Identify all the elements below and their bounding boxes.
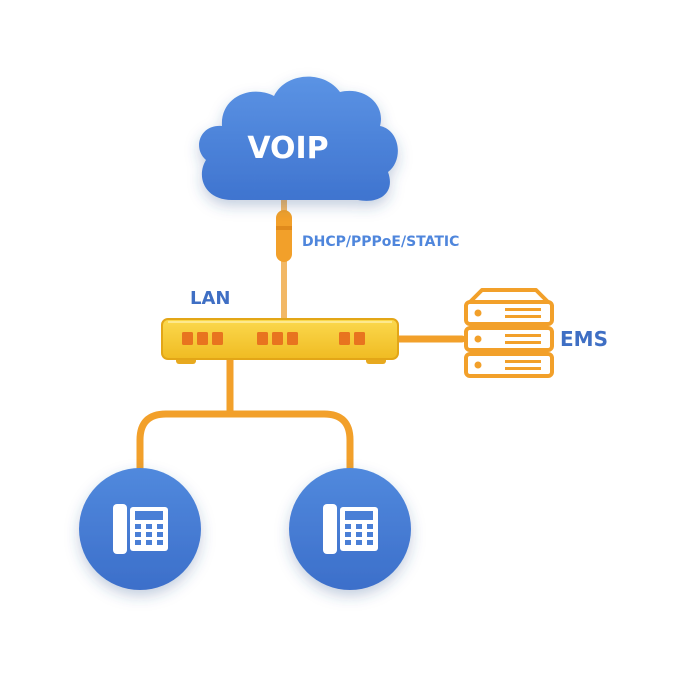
router-ports: [182, 332, 365, 345]
server-unit-1: [464, 300, 554, 326]
server-vent: [505, 341, 541, 344]
router-port: [182, 332, 193, 345]
router-port: [339, 332, 350, 345]
router-port: [354, 332, 365, 345]
router-port: [287, 332, 298, 345]
uplink-connector: [276, 210, 292, 262]
server-vent: [505, 360, 541, 363]
server-led: [474, 361, 482, 369]
server-unit-2: [464, 326, 554, 352]
uplink-label: DHCP/PPPoE/STATIC: [302, 234, 459, 250]
server-vent: [505, 334, 541, 337]
server-vent: [505, 367, 541, 370]
lan-branch-wire: [136, 410, 354, 488]
voip-cloud: [199, 76, 398, 201]
router-port: [212, 332, 223, 345]
desk-phone-icon: [323, 504, 378, 554]
uplink-connector-band: [276, 226, 292, 230]
router-port: [257, 332, 268, 345]
server-unit-3: [464, 352, 554, 378]
cloud-label: VOIP: [247, 131, 328, 166]
phone-right: [289, 468, 411, 590]
server-details: [474, 308, 541, 370]
server-vent: [505, 315, 541, 318]
server-led: [474, 335, 482, 343]
server-vent: [505, 308, 541, 311]
router-port: [197, 332, 208, 345]
phone-left: [79, 468, 201, 590]
lan-label: LAN: [190, 288, 230, 309]
ems-label: EMS: [560, 327, 608, 351]
cloud-icon: [199, 76, 398, 201]
server-led: [474, 309, 482, 317]
router-port: [272, 332, 283, 345]
router: [161, 318, 399, 364]
server-top-slant: [468, 288, 550, 304]
ems-server: [464, 288, 554, 378]
desk-phone-icon: [113, 504, 168, 554]
